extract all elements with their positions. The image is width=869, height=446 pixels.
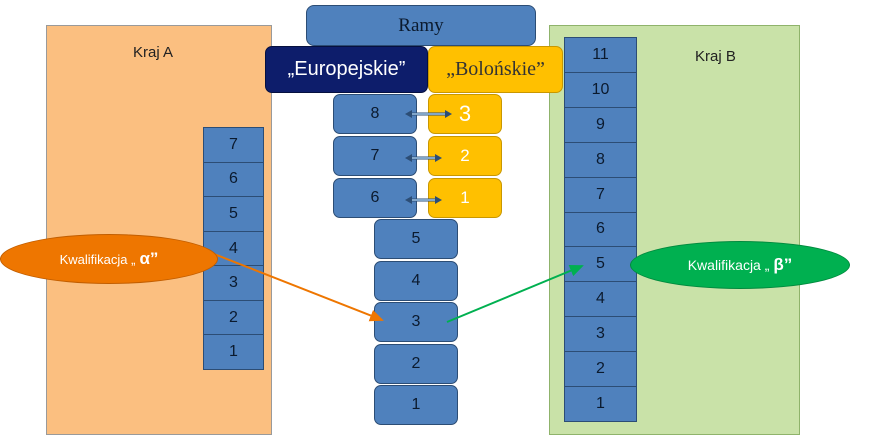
country-b-level: 11 (564, 37, 637, 73)
country-a-level: 6 (203, 161, 264, 198)
country-a-level: 1 (203, 334, 264, 371)
bologna-framework-header: „Bolońskie” (428, 46, 563, 93)
country-a-level: 2 (203, 299, 264, 336)
country-b-level: 7 (564, 176, 637, 213)
qualification-beta-label: Kwalifikacja „ (687, 257, 770, 273)
country-b-level: 8 (564, 141, 637, 178)
country-b-level: 3 (564, 316, 637, 353)
country-b-level-stack: 11 10 9 8 7 6 5 4 3 2 1 (564, 37, 637, 422)
qualification-alpha-oval: Kwalifikacja „α” (0, 234, 218, 284)
alpha-symbol: α” (139, 249, 159, 268)
country-b-level: 9 (564, 106, 637, 143)
country-b-label: Kraj B (695, 48, 736, 65)
country-a-label: Kraj A (133, 44, 174, 61)
bologna-level-box: 1 (428, 178, 502, 218)
country-a-level: 5 (203, 196, 264, 232)
european-level-box: 1 (374, 385, 458, 425)
bologna-level-box: 3 (428, 94, 502, 134)
european-level-box: 8 (333, 94, 417, 134)
european-level-box: 3 (374, 302, 458, 342)
country-b-level: 2 (564, 351, 637, 388)
european-level-box: 5 (374, 219, 458, 259)
country-a-level: 7 (203, 127, 264, 163)
european-level-box: 6 (333, 178, 417, 218)
country-b-level: 4 (564, 281, 637, 318)
country-b-level: 5 (564, 246, 637, 283)
qualification-alpha-label: Kwalifikacja „ (59, 251, 136, 267)
country-b-level: 10 (564, 71, 637, 108)
european-level-box: 2 (374, 344, 458, 384)
european-framework-header: „Europejskie” (265, 46, 428, 93)
qualification-beta-oval: Kwalifikacja „β” (630, 241, 850, 289)
bologna-level-box: 2 (428, 136, 502, 176)
country-b-level: 6 (564, 211, 637, 248)
beta-symbol: β” (773, 255, 793, 274)
country-b-level: 1 (564, 386, 637, 422)
frameworks-title: Ramy (306, 5, 536, 46)
country-a-level-stack: 7 6 5 4 3 2 1 (203, 127, 264, 371)
country-a-level: 3 (203, 265, 264, 301)
european-level-box: 7 (333, 136, 417, 176)
european-level-box: 4 (374, 261, 458, 301)
